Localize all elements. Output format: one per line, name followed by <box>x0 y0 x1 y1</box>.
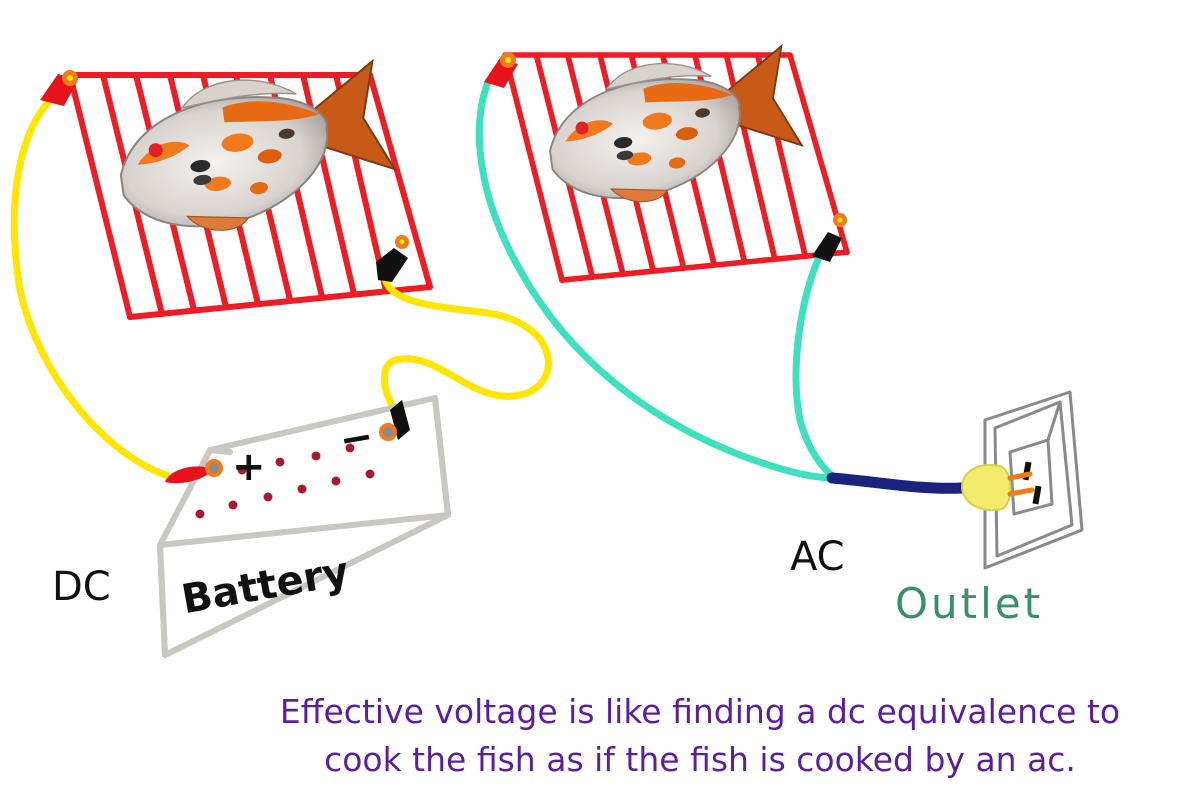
battery <box>157 395 451 658</box>
outlet-slots <box>1022 461 1042 505</box>
ac-wire-right <box>792 251 839 482</box>
dc-wire-negative <box>380 261 552 414</box>
ac-wire-left <box>475 78 839 482</box>
battery-terminal-negative <box>379 400 410 441</box>
ac-label: AC <box>790 534 845 580</box>
dc-wire-positive <box>10 88 179 482</box>
ac-cord <box>826 472 968 494</box>
dc-label: DC <box>52 564 111 610</box>
battery-minus-sign: − <box>336 413 377 464</box>
caption-line-2: cook the fish as if the fish is cooked b… <box>324 740 1076 779</box>
ac-fish <box>539 44 808 215</box>
caption-line-1: Effective voltage is like finding a dc e… <box>279 692 1121 731</box>
outlet-label: Outlet <box>895 579 1043 628</box>
dc-clip-bottom <box>376 235 409 282</box>
plug <box>960 464 1035 512</box>
battery-label: Battery <box>178 549 352 624</box>
dc-clip-top <box>40 70 78 106</box>
battery-plus-sign: + <box>232 444 266 490</box>
ac-clip-bottom <box>812 213 847 262</box>
battery-dots <box>195 443 375 519</box>
caption: Effective voltage is like finding a dc e… <box>200 688 1200 784</box>
dc-fish <box>108 59 401 245</box>
ac-clip-top <box>484 52 518 88</box>
battery-terminal-positive <box>165 459 223 484</box>
